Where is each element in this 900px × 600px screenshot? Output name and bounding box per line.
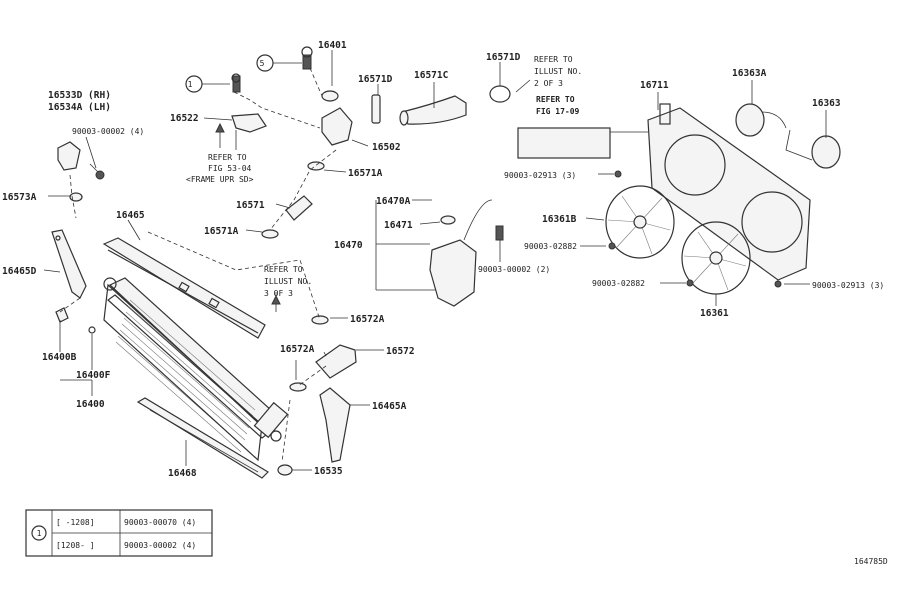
- label-16401: 16401: [318, 40, 347, 51]
- label-bolt-tank: 90003-00002 (2): [478, 265, 550, 274]
- label-16470A: 16470A: [376, 196, 411, 207]
- ref-note-illust-2of3: REFER TO ILLUST NO. 2 OF 3: [534, 55, 582, 88]
- hose-16572: [289, 315, 357, 392]
- svg-text:2 OF 3: 2 OF 3: [534, 79, 563, 88]
- label-16363: 16363: [812, 98, 841, 109]
- legend-part-2: 90003-00002 (4): [124, 541, 196, 550]
- fan-motor-16363A: [735, 103, 787, 137]
- radiator: [103, 277, 289, 462]
- label-16471: 16471: [384, 220, 413, 231]
- bolt-02913-a: [614, 170, 622, 178]
- label-16468: 16468: [168, 468, 197, 479]
- svg-text:REFER TO: REFER TO: [536, 95, 575, 104]
- label-bolt-top: 90003-00002 (4): [72, 127, 144, 136]
- label-16571D-top: 16571D: [486, 52, 521, 63]
- svg-text:<FRAME UPR SD>: <FRAME UPR SD>: [186, 175, 254, 184]
- label-bolt-02913-a: 90003-02913 (3): [504, 171, 576, 180]
- water-outlet: [301, 46, 353, 146]
- bolt-02913-b: [774, 280, 782, 288]
- ref-note-fig17: REFER TO FIG 17-09: [536, 95, 580, 116]
- label-16534A: 16534A (LH): [48, 102, 111, 113]
- bolt-02882-a: [608, 242, 616, 250]
- upper-baffle: [102, 237, 266, 339]
- lower-seal: [136, 397, 269, 479]
- callout-1-text: 1: [188, 80, 193, 89]
- label-16535: 16535: [314, 466, 343, 477]
- label-16572A-b: 16572A: [280, 344, 315, 355]
- label-16502: 16502: [372, 142, 401, 153]
- label-16522: 16522: [170, 113, 199, 124]
- svg-text:ILLUST NO.: ILLUST NO.: [534, 67, 582, 76]
- label-16533D: 16533D (RH): [48, 90, 111, 101]
- label-16363A: 16363A: [732, 68, 767, 79]
- ref-note-illust-3of3: REFER TO ILLUST NO. 3 OF 3: [264, 265, 312, 298]
- svg-text:FIG 17-09: FIG 17-09: [536, 107, 580, 116]
- ref-box: [517, 127, 611, 159]
- clamp-16571D: [489, 85, 511, 103]
- callout-5-text: 5: [260, 59, 265, 68]
- svg-text:REFER TO: REFER TO: [208, 153, 247, 162]
- drain-cock: [277, 464, 293, 476]
- hose-16571D: [371, 94, 381, 124]
- label-16571C: 16571C: [414, 70, 449, 81]
- label-16571D: 16571D: [358, 74, 393, 85]
- drain-parts: [55, 307, 96, 334]
- label-16465D: 16465D: [2, 266, 37, 277]
- legend-table: 1 [ -1208] 90003-00070 (4) [1208- ] 9000…: [25, 509, 213, 557]
- label-16571A-a: 16571A: [348, 168, 383, 179]
- fan-16361B: [605, 185, 675, 259]
- svg-text:FIG 53-04: FIG 53-04: [208, 164, 252, 173]
- label-16465A: 16465A: [372, 401, 407, 412]
- label-16361B: 16361B: [542, 214, 577, 225]
- label-16573A: 16573A: [2, 192, 37, 203]
- cushion: [69, 192, 83, 202]
- label-16465: 16465: [116, 210, 145, 221]
- label-16400F: 16400F: [76, 370, 111, 381]
- right-bracket: [319, 387, 351, 463]
- legend-range-1: [ -1208]: [56, 518, 95, 527]
- svg-text:REFER TO: REFER TO: [534, 55, 573, 64]
- hose-16571C: [399, 95, 467, 126]
- bracket-16522: [231, 73, 267, 133]
- label-16572: 16572: [386, 346, 415, 357]
- fan-motor-16363: [785, 129, 841, 169]
- mount-bracket: [57, 141, 105, 180]
- svg-text:REFER TO: REFER TO: [264, 265, 303, 274]
- legend-range-2: [1208- ]: [56, 541, 95, 550]
- svg-text:ILLUST NO.: ILLUST NO.: [264, 277, 312, 286]
- diagram-id: 164785D: [854, 557, 888, 566]
- legend-symbol: 1: [37, 529, 42, 538]
- label-16711: 16711: [640, 80, 669, 91]
- label-16361: 16361: [700, 308, 729, 319]
- fan-shroud: [647, 103, 811, 281]
- reservoir-tank: [429, 199, 504, 307]
- label-16571A-b: 16571A: [204, 226, 239, 237]
- ref-note-fig53: REFER TO FIG 53-04 <FRAME UPR SD>: [186, 153, 254, 184]
- label-16571: 16571: [236, 200, 265, 211]
- hose-16571: [261, 161, 325, 239]
- svg-text:3 OF 3: 3 OF 3: [264, 289, 293, 298]
- label-bolt-02913-b: 90003-02913 (3): [812, 281, 884, 290]
- label-16572A-a: 16572A: [350, 314, 385, 325]
- bolt-02882-b: [686, 279, 694, 287]
- label-16470: 16470: [334, 240, 363, 251]
- label-16400: 16400: [76, 399, 105, 410]
- label-16400B: 16400B: [42, 352, 77, 363]
- label-bolt-02882-b: 90003-02882: [592, 279, 645, 288]
- left-bracket: [51, 229, 87, 299]
- label-bolt-02882-a: 90003-02882: [524, 242, 577, 251]
- legend-part-1: 90003-00070 (4): [124, 518, 196, 527]
